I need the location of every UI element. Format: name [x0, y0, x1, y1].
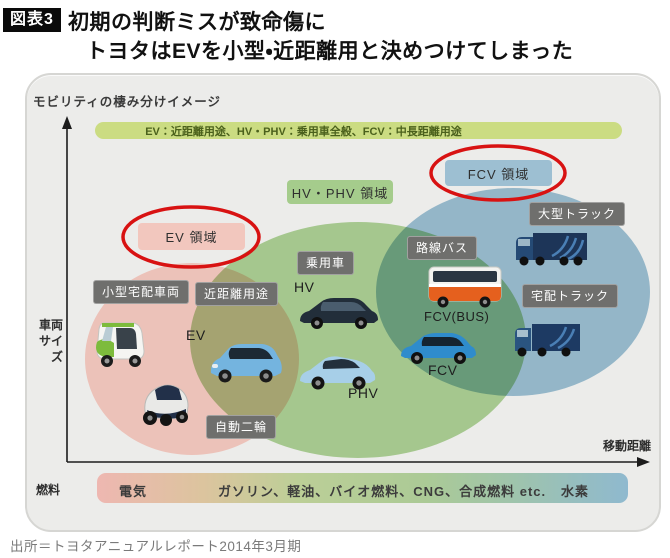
fuel-gradient-bar: [97, 473, 628, 503]
top-banner: EV：近距離用途、HV・PHV：乗用車全般、FCV：中長距離用途: [95, 122, 622, 139]
label-fcv: FCV: [428, 362, 458, 378]
tag-short-distance-use: 近距離用途: [195, 282, 279, 306]
figure-title-line2: トヨタはEVを小型・近距離用と決めつけてしまった: [86, 40, 574, 63]
delivery-truck-vehicle-image: [515, 324, 580, 357]
tag-small-delivery-vehicle: 小型宅配車両: [93, 280, 190, 304]
hv-phv-region-label: HV・PHV 領域: [287, 180, 393, 204]
fuel-electricity: 電気: [119, 484, 148, 499]
label-ev: EV: [186, 327, 206, 343]
tag-passenger-car: 乗用車: [297, 251, 355, 275]
fuel-gasoline-etc: ガソリン、軽油、バイオ燃料、CNG、合成燃料 etc.: [218, 484, 547, 499]
micro-ev-vehicle-image: [96, 322, 145, 367]
phv-vehicle-image: [300, 356, 376, 390]
three-wheeler-vehicle-image: [143, 384, 189, 426]
fuel-hydrogen: 水素: [561, 484, 590, 499]
tag-motorcycle: 自動二輪: [206, 415, 277, 439]
fcv-bus-vehicle-image: [428, 266, 502, 308]
y-axis-label: 車両 サイズ: [38, 318, 63, 364]
x-axis-label: 移動距離: [603, 439, 652, 453]
fcv-region-label: FCV 領域: [445, 160, 552, 186]
hv-sedan-vehicle-image: [300, 298, 378, 329]
label-phv: PHV: [348, 385, 379, 401]
fcv-sedan-vehicle-image: [401, 333, 476, 364]
tag-route-bus: 路線バス: [407, 236, 478, 260]
figure-number-tag: 図表3: [3, 8, 61, 32]
tag-delivery-truck: 宅配トラック: [522, 284, 619, 308]
diagram-subtitle: モビリティの棲み分けイメージ: [33, 95, 222, 109]
large-truck-vehicle-image: [516, 233, 587, 266]
label-fcv-bus: FCV(BUS): [424, 309, 490, 324]
source-note: 出所＝トヨタアニュアルレポート2014年3月期: [10, 539, 302, 554]
ev-region-label: EV 領域: [138, 223, 245, 250]
compact-ev-vehicle-image: [210, 344, 282, 383]
label-hv: HV: [294, 279, 315, 295]
tag-large-truck: 大型トラック: [529, 202, 626, 226]
figure-title-line1: 初期の判断ミスが致命傷に: [68, 11, 326, 34]
fuel-row-label: 燃料: [36, 483, 61, 497]
